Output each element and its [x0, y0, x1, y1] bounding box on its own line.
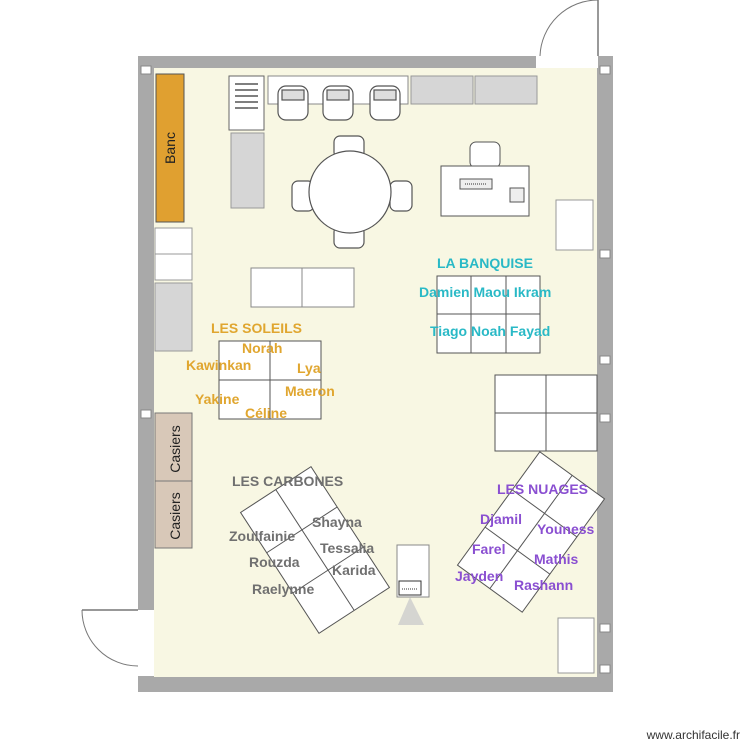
group-banquise-row-2: Tiago Noah Fayad	[430, 323, 550, 339]
watermark: www.archifacile.fr	[646, 728, 740, 742]
table-right-block	[494, 374, 598, 452]
round-table	[291, 135, 413, 249]
student-celine: Céline	[245, 405, 287, 421]
door-bottom-left	[81, 609, 154, 676]
student-rouzda: Rouzda	[249, 554, 300, 570]
group-nuages: LES NUAGES Djamil Youness Farel Mathis J…	[455, 481, 595, 593]
counter-grey-2	[474, 75, 538, 105]
cabinet-bottom-right	[557, 617, 595, 674]
cabinet-right	[555, 199, 594, 251]
shelf	[228, 75, 265, 131]
bench	[155, 73, 185, 223]
top-chairs	[277, 85, 401, 121]
teacher-desk	[440, 141, 530, 217]
wall-top	[138, 56, 613, 68]
student-karida: Karida	[332, 562, 376, 578]
group-nuages-title: LES NUAGES	[497, 481, 588, 497]
student-djamil: Djamil	[480, 511, 522, 527]
student-kawinkan: Kawinkan	[186, 357, 251, 373]
lockers-top-label: Casiers	[167, 425, 183, 472]
student-youness: Youness	[537, 521, 595, 537]
student-jayden: Jayden	[455, 568, 503, 584]
wall-left	[138, 56, 154, 692]
door-top-right	[536, 0, 599, 68]
cabinet-grey-top	[230, 132, 265, 209]
bench-label: Banc	[162, 132, 178, 164]
group-soleils: LES SOLEILS Norah Kawinkan Lya Maeron Ya…	[186, 320, 335, 421]
projector	[396, 544, 430, 625]
student-rashann: Rashann	[514, 577, 573, 593]
lockers-bottom-label: Casiers	[167, 492, 183, 539]
table-nuages	[456, 451, 606, 613]
group-soleils-title: LES SOLEILS	[211, 320, 302, 336]
lockers-bottom	[154, 480, 193, 549]
student-zoulfainie: Zoulfainie	[229, 528, 295, 544]
wall-right	[597, 56, 613, 692]
lockers-top	[154, 412, 193, 482]
student-lya: Lya	[297, 360, 321, 376]
student-tessalia: Tessalia	[320, 540, 374, 556]
group-banquise-title: LA BANQUISE	[437, 255, 533, 271]
shelf-lines	[235, 83, 258, 109]
wall-bottom	[138, 677, 613, 692]
counter-grey-1	[410, 75, 474, 105]
table-soleils	[218, 340, 322, 420]
student-norah: Norah	[242, 340, 282, 356]
student-raelynne: Raelynne	[252, 581, 314, 597]
student-yakine: Yakine	[195, 391, 240, 407]
student-maeron: Maeron	[285, 383, 335, 399]
table-carbones	[239, 466, 391, 634]
student-shayna: Shayna	[312, 514, 362, 530]
student-mathis: Mathis	[534, 551, 579, 567]
student-farel: Farel	[472, 541, 505, 557]
group-carbones-title: LES CARBONES	[232, 473, 343, 489]
table-banquise	[436, 275, 541, 354]
group-banquise: LA BANQUISE Damien Maou Ikram Tiago Noah…	[419, 255, 551, 339]
group-carbones: LES CARBONES Shayna Zoulfainie Tessalia …	[229, 473, 376, 597]
group-banquise-row-1: Damien Maou Ikram	[419, 284, 551, 300]
cabinet-grey	[154, 282, 193, 352]
